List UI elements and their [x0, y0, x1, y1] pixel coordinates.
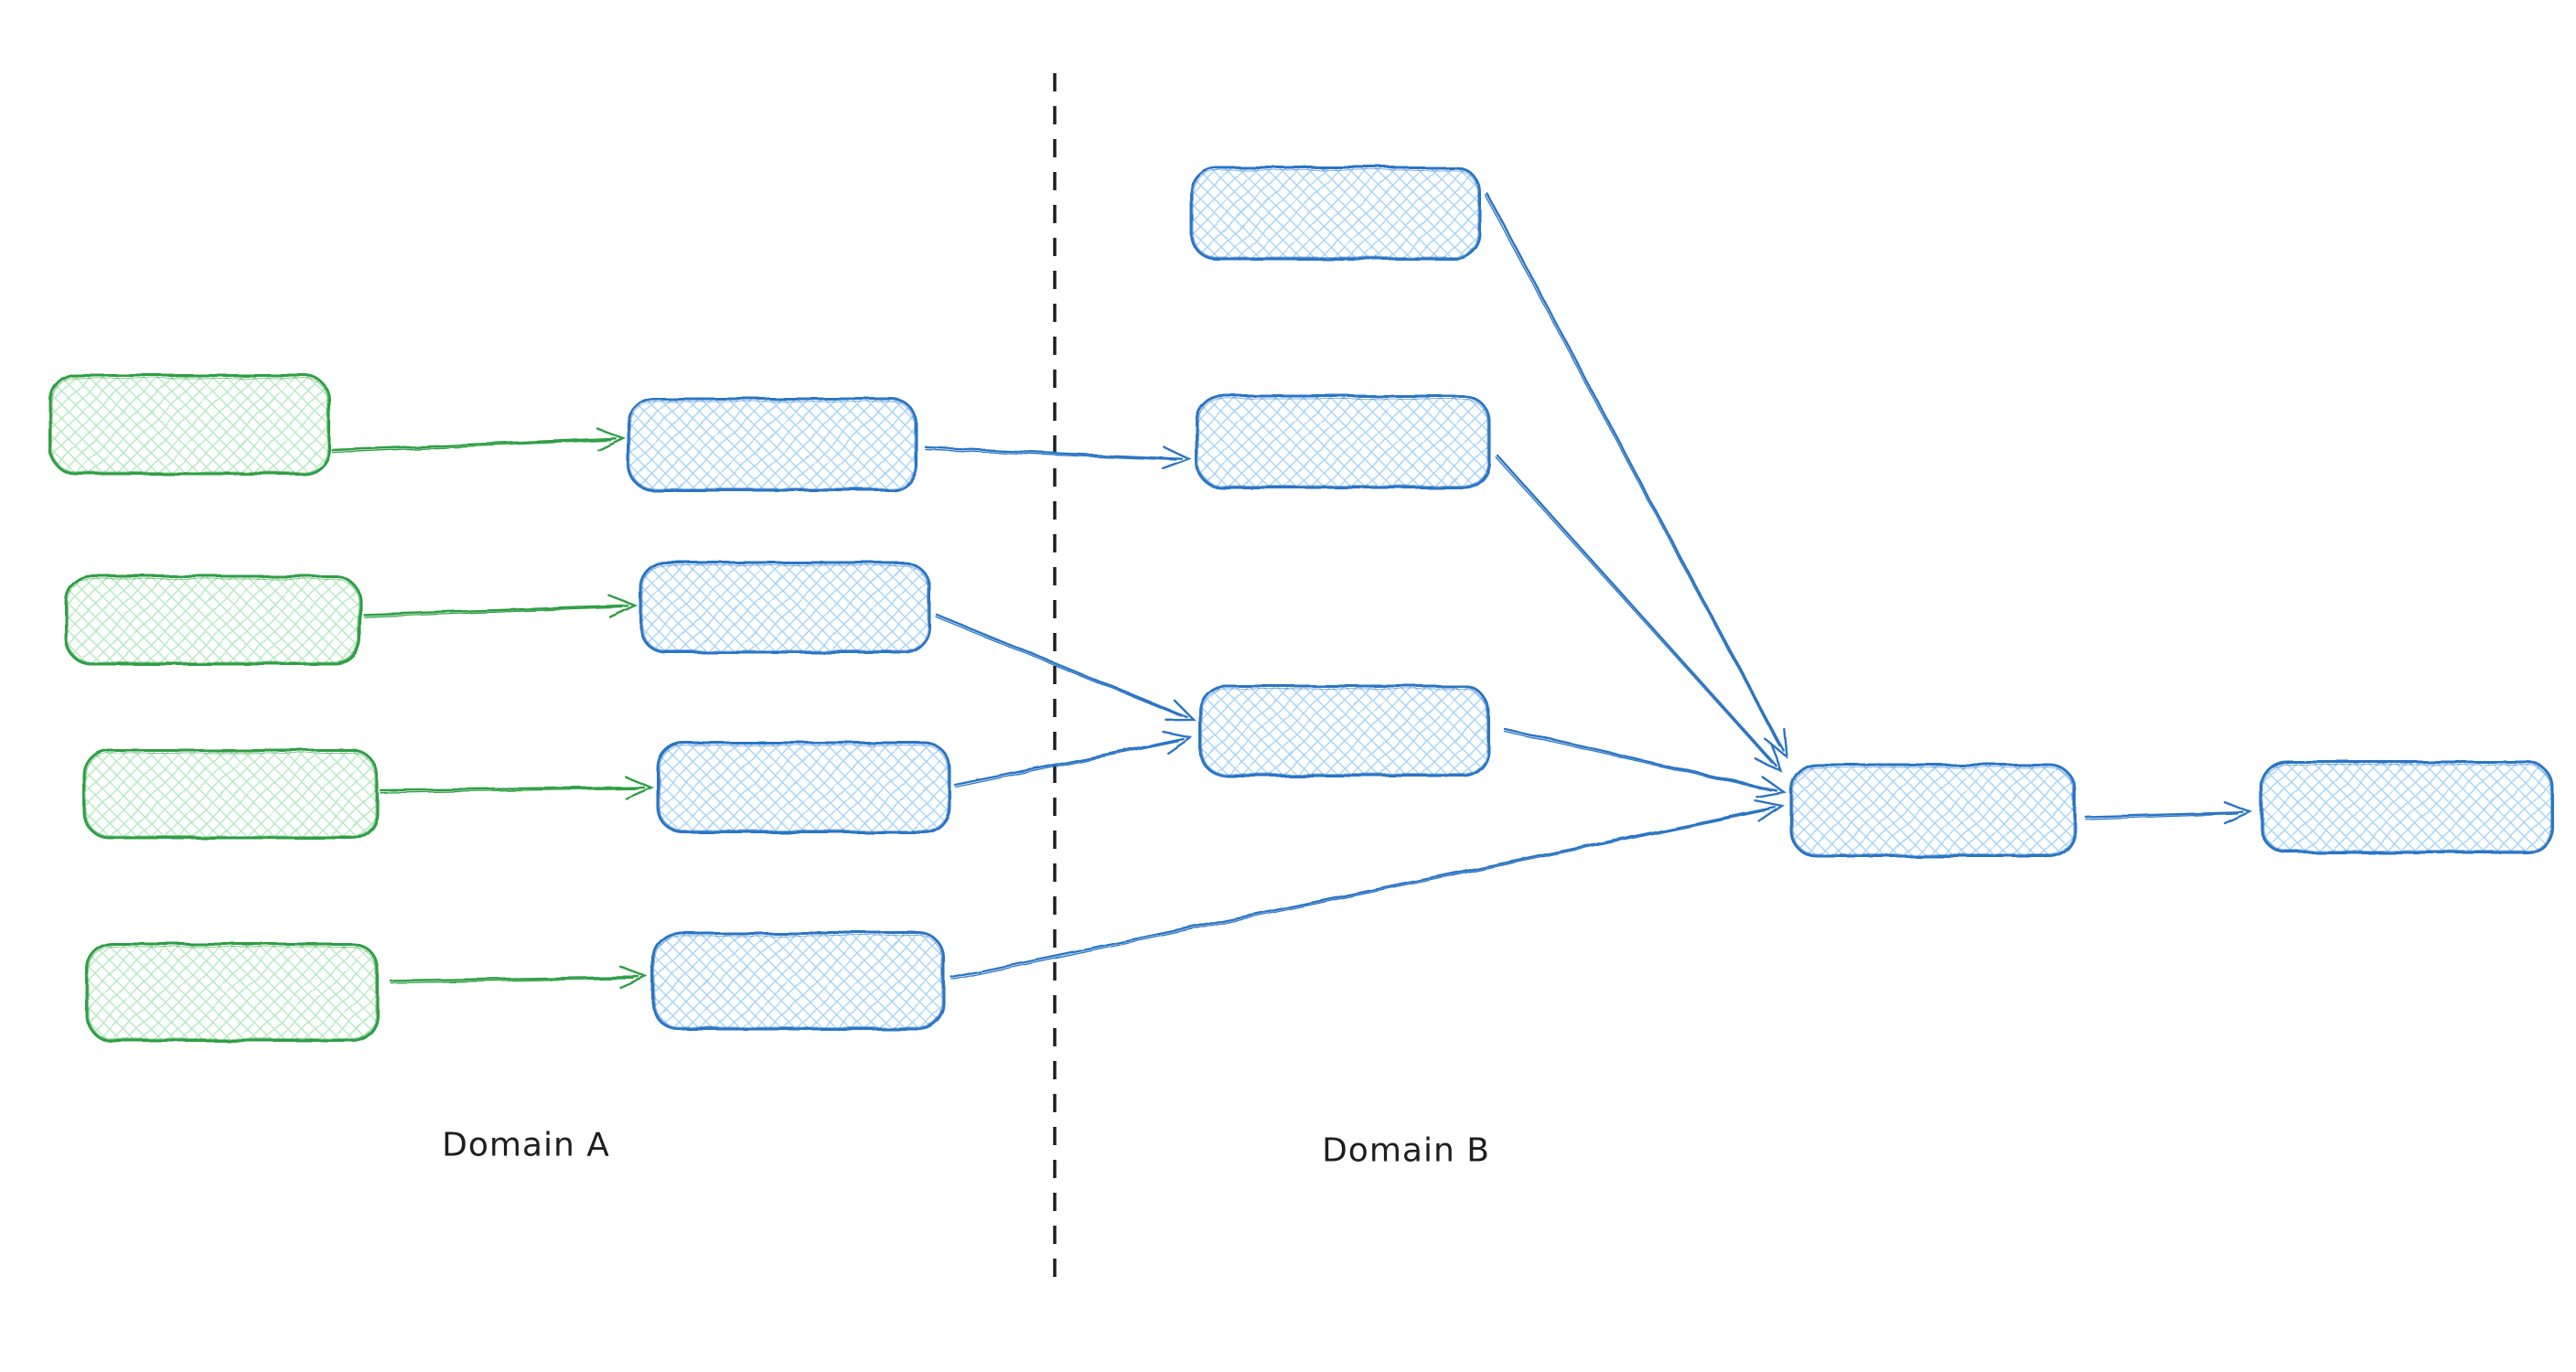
node-a1-sketch-outline — [629, 401, 916, 489]
edge-b3-hub-shaft — [1503, 727, 1778, 792]
node-b3-sketch-outline — [1201, 688, 1487, 775]
edge-g4-a4-shaft — [389, 975, 640, 982]
node-out-sketch-outline — [2262, 764, 2551, 852]
edge-g3-a3-shaft — [379, 786, 646, 792]
edge-a3-b3-arrowhead — [1162, 730, 1194, 755]
edge-a1-b2-shaft2 — [925, 448, 1177, 461]
edge-a3-b3 — [953, 730, 1194, 788]
node-a3-rect — [656, 741, 951, 834]
edge-a4-hub — [950, 799, 1786, 981]
edge-a4-hub-shaft — [950, 806, 1776, 979]
edge-a2-b3-arrowhead — [1165, 699, 1197, 722]
edge-b1-hub-arrowhead — [1764, 727, 1788, 759]
edge-g3-a3-shaft2 — [380, 788, 639, 794]
edge-a3-b3-shaft2 — [954, 740, 1179, 788]
edge-g1-a1 — [330, 427, 627, 454]
edge-b1-hub-shaft — [1486, 192, 1785, 752]
edge-g4-a4-shaft2 — [390, 978, 634, 984]
node-b2 — [1195, 394, 1491, 489]
node-g1 — [48, 373, 331, 476]
node-g3-rect — [82, 748, 379, 840]
edge-hub-out-arrowhead — [2223, 800, 2254, 825]
node-g1-rect — [48, 373, 331, 476]
edge-a4-hub-arrowhead — [1754, 799, 1786, 823]
edge-b2-hub-shaft — [1496, 454, 1777, 767]
node-a2 — [639, 561, 931, 654]
node-g2-rect — [64, 574, 362, 666]
node-g2 — [64, 574, 362, 666]
node-a4-rect — [651, 931, 946, 1031]
node-b1 — [1189, 166, 1482, 261]
node-out — [2259, 760, 2554, 854]
node-b3-rect — [1198, 684, 1490, 777]
node-hub-rect — [1789, 763, 2077, 858]
edge-b1-hub — [1485, 192, 1788, 759]
edge-a2-b3 — [935, 613, 1197, 722]
node-b2-sketch-outline — [1197, 398, 1488, 487]
edge-g4-a4 — [389, 965, 649, 990]
edge-g2-a2-arrowhead — [607, 595, 639, 618]
node-a4 — [651, 931, 946, 1031]
node-g1-sketch-outline — [51, 377, 328, 473]
node-b1-rect — [1189, 166, 1482, 261]
edge-a3-b3-shaft — [953, 737, 1185, 787]
edge-b2-hub-arrowhead — [1755, 744, 1784, 774]
edge-b2-hub-shaft2 — [1495, 456, 1773, 764]
node-g2-sketch-outline — [67, 578, 360, 663]
node-g3 — [82, 748, 379, 840]
edge-b2-hub — [1495, 454, 1784, 774]
edge-b3-hub-arrowhead — [1755, 775, 1787, 799]
edge-a1-b2 — [924, 445, 1193, 470]
edge-g2-a2-shaft — [362, 605, 629, 616]
edge-hub-out-shaft2 — [2085, 813, 2238, 820]
edge-hub-out — [2084, 800, 2254, 825]
domain-b-label: Domain B — [1322, 1131, 1490, 1170]
node-out-rect — [2259, 760, 2554, 854]
edge-g1-a1-shaft — [330, 437, 617, 452]
edge-g3-a3-arrowhead — [625, 776, 655, 800]
node-g4-sketch-outline — [88, 946, 377, 1040]
edge-b3-hub — [1503, 727, 1787, 799]
edge-g4-a4-arrowhead — [619, 965, 649, 990]
node-a3-sketch-outline — [659, 745, 949, 831]
node-hub — [1789, 763, 2077, 858]
edge-g3-a3 — [379, 776, 655, 800]
nodes-layer — [48, 166, 2554, 1043]
node-b2-rect — [1195, 394, 1491, 489]
node-g3-sketch-outline — [85, 752, 376, 837]
edges-layer — [330, 192, 2254, 990]
node-hub-sketch-outline — [1792, 766, 2074, 855]
node-a2-rect — [639, 561, 931, 654]
edge-g1-a1-arrowhead — [596, 427, 627, 452]
edge-b1-hub-shaft2 — [1485, 194, 1780, 747]
edge-b3-hub-shaft2 — [1503, 730, 1772, 792]
edge-a4-hub-shaft2 — [950, 809, 1771, 981]
edge-a1-b2-shaft — [924, 445, 1184, 460]
edge-a1-b2-arrowhead — [1162, 445, 1193, 470]
node-a1-rect — [627, 397, 918, 492]
node-g4 — [85, 942, 380, 1043]
edge-g1-a1-shaft2 — [331, 439, 611, 454]
edge-a2-b3-shaft — [935, 613, 1188, 719]
edge-a2-b3-shaft2 — [935, 616, 1183, 717]
domain-a-label: Domain A — [442, 1126, 610, 1164]
node-b1-sketch-outline — [1192, 169, 1479, 258]
node-a4-sketch-outline — [654, 935, 943, 1028]
node-a1 — [627, 397, 918, 492]
edge-g2-a2-shaft2 — [363, 606, 623, 618]
node-g4-rect — [85, 942, 380, 1043]
node-b3 — [1198, 684, 1490, 777]
edge-g2-a2 — [362, 595, 639, 618]
node-a3 — [656, 741, 951, 834]
node-a2-sketch-outline — [641, 564, 928, 651]
edge-hub-out-shaft — [2084, 811, 2245, 819]
